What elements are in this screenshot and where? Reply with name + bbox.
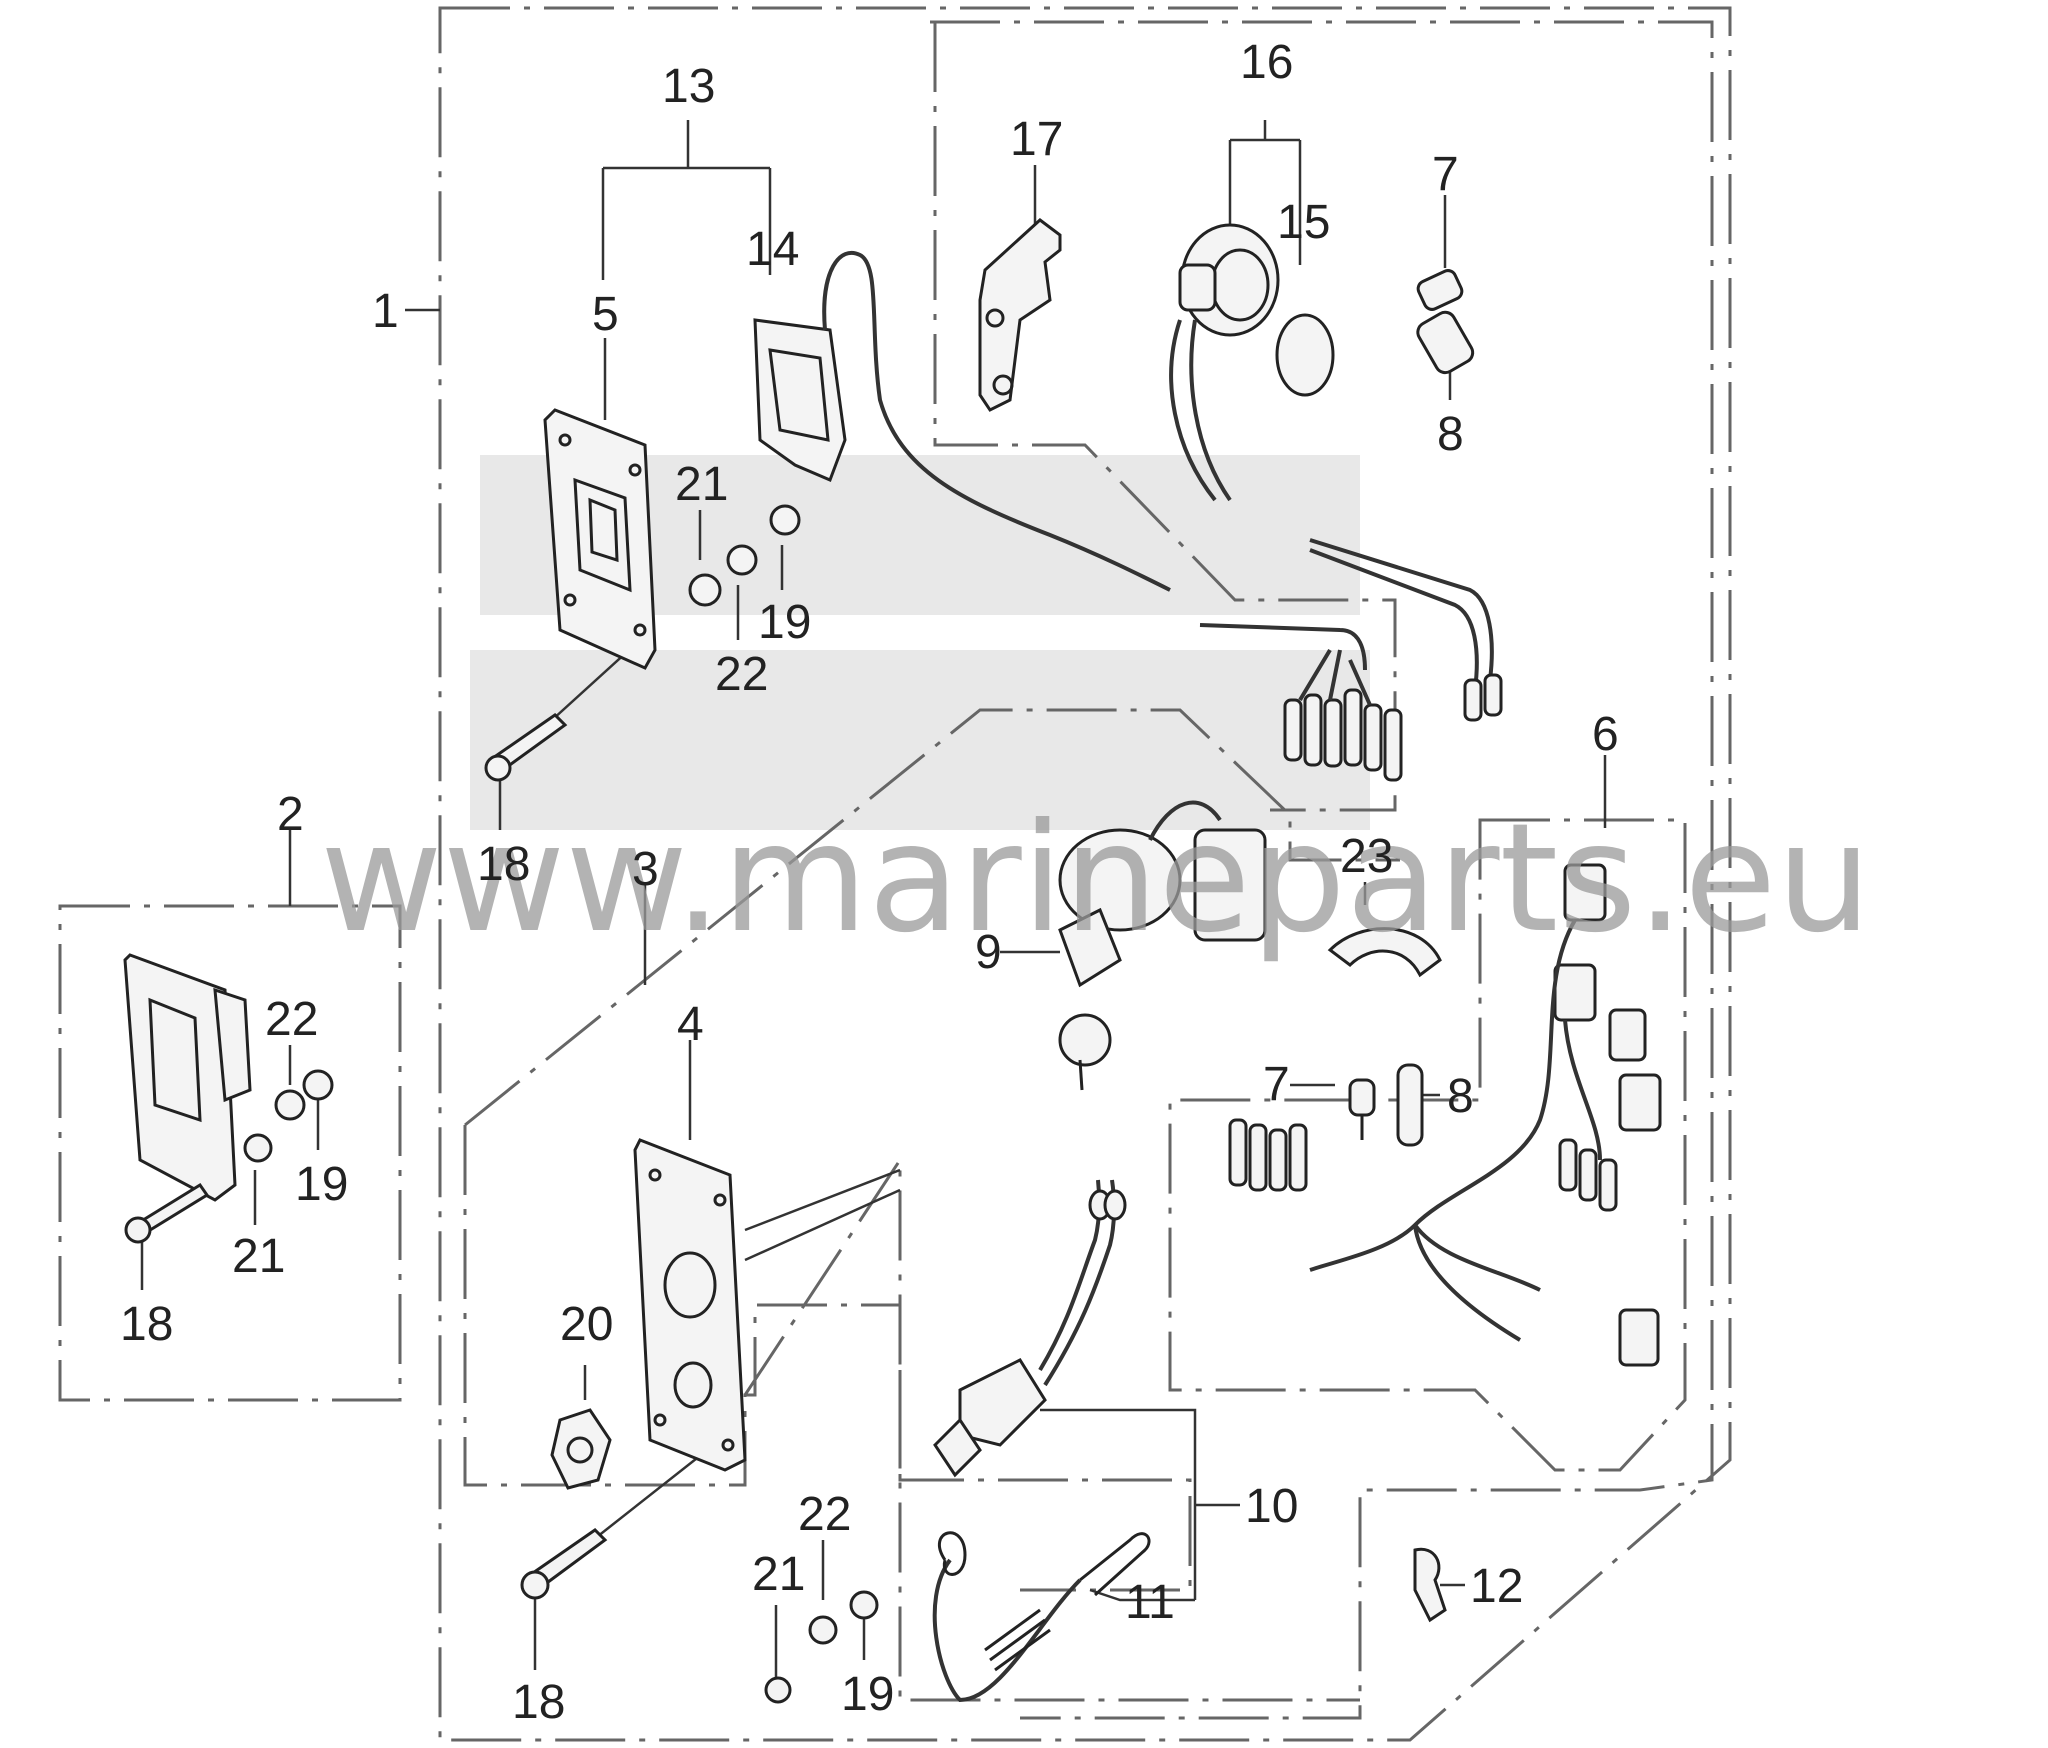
part-nut-19 <box>769 504 801 536</box>
part-connector-bundle <box>1283 648 1403 782</box>
part-bolt-7 <box>1416 269 1464 311</box>
callout-9: 9 <box>975 926 1002 979</box>
part-bolt-7-harness <box>1348 1078 1376 1140</box>
part-screw-18-lower <box>520 1528 608 1600</box>
callout-22: 22 <box>715 648 768 701</box>
callout-6: 6 <box>1592 708 1619 761</box>
group-boundary-3-top <box>464 708 1400 1127</box>
leader-13 <box>601 120 772 280</box>
callout-21: 21 <box>232 1230 285 1283</box>
callout-2: 2 <box>277 788 304 841</box>
group-boundary-1-inner <box>930 20 1714 1720</box>
callout-14: 14 <box>746 223 799 276</box>
part-nut-19-lower <box>849 1590 879 1620</box>
callout-3: 3 <box>632 843 659 896</box>
group-boundary-2 <box>58 904 402 1402</box>
part-buzzer <box>1169 223 1335 502</box>
part-lanyard <box>932 1531 1151 1703</box>
part-rocker-switch <box>753 251 1367 671</box>
callout-17: 17 <box>1010 113 1063 166</box>
group-boundary-10 <box>743 1155 1360 1702</box>
callout-4: 4 <box>677 998 704 1051</box>
callout-18: 18 <box>477 838 530 891</box>
part-buzzer-leads <box>1309 538 1503 722</box>
callout-22: 22 <box>798 1488 851 1541</box>
part-collar-8 <box>1416 310 1475 375</box>
group-boundary-3 <box>463 1125 1192 1592</box>
part-screw-18 <box>484 713 568 782</box>
callout-7: 7 <box>1263 1058 1290 1111</box>
background-watermark-band <box>470 650 1370 830</box>
callout-10: 10 <box>1245 1480 1298 1533</box>
callout-18: 18 <box>120 1298 173 1351</box>
group-boundary-1 <box>438 6 1732 1742</box>
part-wire-harness <box>1228 863 1662 1367</box>
callout-15: 15 <box>1277 196 1330 249</box>
part-clip-12 <box>1413 1547 1447 1623</box>
callout-12: 12 <box>1470 1560 1523 1613</box>
callout-21: 21 <box>675 458 728 511</box>
part-clamp-23 <box>1327 927 1442 978</box>
part-mounting-plate-4 <box>633 1138 747 1472</box>
part-nut-22-lower <box>808 1615 838 1645</box>
callout-20: 20 <box>560 1298 613 1351</box>
callout-11: 11 <box>1125 1576 1175 1629</box>
part-nut-20 <box>550 1408 612 1490</box>
callout-19: 19 <box>295 1158 348 1211</box>
callout-13: 13 <box>662 60 715 113</box>
callout-23: 23 <box>1340 830 1393 883</box>
callout-22: 22 <box>265 993 318 1046</box>
leader-16 <box>1228 120 1302 265</box>
callout-8: 8 <box>1447 1070 1474 1123</box>
part-nut-22 <box>726 544 758 576</box>
watermark-text: www.marineparts.eu <box>320 792 1872 966</box>
leader-10 <box>1040 1408 1240 1600</box>
leader-plate4b <box>744 1188 901 1262</box>
part-switch-plate <box>543 408 657 670</box>
leader-11 <box>1089 1588 1195 1602</box>
part-bracket <box>978 218 1062 412</box>
part-ignition-switch <box>1058 800 1267 1091</box>
callout-7: 7 <box>1432 148 1459 201</box>
part-switch-assembly-2 <box>123 953 334 1244</box>
group-boundary-16 <box>933 22 1397 812</box>
leader-plate4 <box>744 1168 901 1232</box>
part-nut-21-lower <box>764 1676 792 1704</box>
callout-5: 5 <box>592 288 619 341</box>
callout-21: 21 <box>752 1548 805 1601</box>
part-nut-21 <box>688 573 722 607</box>
callout-1: 1 <box>372 285 399 338</box>
callout-19: 19 <box>841 1668 894 1721</box>
group-boundary-6 <box>1168 818 1687 1472</box>
callout-18: 18 <box>512 1676 565 1729</box>
callout-16: 16 <box>1240 36 1293 89</box>
callout-8: 8 <box>1437 408 1464 461</box>
part-stop-switch <box>933 1179 1127 1478</box>
callout-19: 19 <box>758 596 811 649</box>
part-collar-8-harness <box>1396 1063 1424 1147</box>
